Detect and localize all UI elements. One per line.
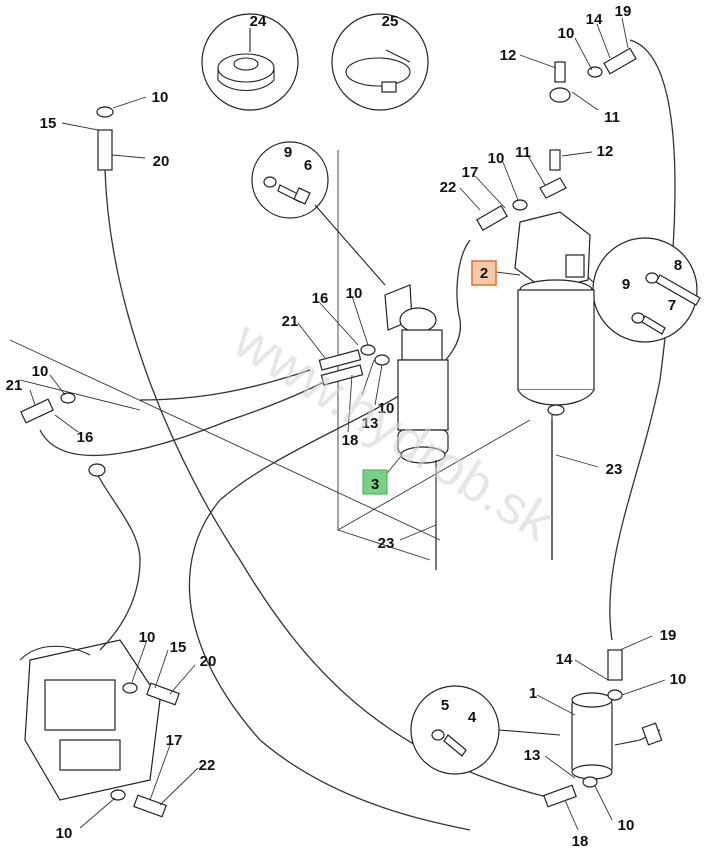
callout-19[interactable]: 19 bbox=[615, 3, 632, 20]
callout-12[interactable]: 12 bbox=[500, 47, 517, 64]
callout-20[interactable]: 20 bbox=[200, 653, 217, 670]
callout-7[interactable]: 7 bbox=[668, 297, 676, 314]
callout-13[interactable]: 13 bbox=[362, 415, 379, 432]
callout-18[interactable]: 18 bbox=[572, 833, 589, 850]
callout-17[interactable]: 17 bbox=[166, 732, 183, 749]
callout-6[interactable]: 6 bbox=[304, 157, 312, 174]
callout-10[interactable]: 10 bbox=[618, 817, 635, 834]
callout-11[interactable]: 11 bbox=[604, 109, 620, 126]
callout-1[interactable]: 1 bbox=[529, 685, 537, 702]
callout-10[interactable]: 10 bbox=[346, 285, 363, 302]
fuel-filter-3[interactable] bbox=[384, 284, 449, 520]
callout-14[interactable]: 14 bbox=[556, 651, 573, 668]
callout-22[interactable]: 22 bbox=[199, 757, 216, 774]
callout-15[interactable]: 15 bbox=[170, 639, 187, 656]
detail-circle-25[interactable] bbox=[331, 13, 429, 111]
callout-10[interactable]: 10 bbox=[378, 400, 395, 417]
frame-lines bbox=[9, 150, 531, 561]
callout-11[interactable]: 11 bbox=[515, 144, 531, 161]
callout-21[interactable]: 21 bbox=[6, 377, 23, 394]
detail-circle-bolt-4-5[interactable] bbox=[410, 685, 561, 775]
callout-10[interactable]: 10 bbox=[56, 825, 73, 842]
fuel-pump-1[interactable] bbox=[571, 692, 663, 780]
injection-pump-assembly[interactable] bbox=[19, 463, 161, 801]
callout-3[interactable]: 3 bbox=[371, 476, 379, 493]
callout-5[interactable]: 5 bbox=[441, 697, 449, 714]
detail-circle-24[interactable] bbox=[201, 13, 299, 111]
callout-9[interactable]: 9 bbox=[284, 144, 292, 161]
callout-12[interactable]: 12 bbox=[597, 143, 614, 160]
callout-15[interactable]: 15 bbox=[40, 115, 57, 132]
callout-labels: 24 25 12 10 14 19 11 10 15 20 9 6 22 17 … bbox=[6, 3, 687, 850]
callout-4[interactable]: 4 bbox=[468, 709, 477, 726]
callout-10[interactable]: 10 bbox=[558, 25, 575, 42]
hose-fittings bbox=[20, 47, 637, 818]
fuel-filter-2[interactable] bbox=[514, 211, 595, 560]
callout-16[interactable]: 16 bbox=[312, 290, 329, 307]
callout-10[interactable]: 10 bbox=[32, 363, 49, 380]
highlight-part-3[interactable] bbox=[362, 469, 388, 495]
callout-13[interactable]: 13 bbox=[524, 747, 541, 764]
callout-25[interactable]: 25 bbox=[382, 13, 399, 30]
callout-21[interactable]: 21 bbox=[282, 313, 299, 330]
detail-circle-bolt-7-8[interactable] bbox=[559, 237, 701, 343]
callout-10[interactable]: 10 bbox=[152, 89, 169, 106]
callout-23[interactable]: 23 bbox=[378, 535, 395, 552]
callout-10[interactable]: 10 bbox=[139, 629, 156, 646]
watermark-text: www.hydrob.sk bbox=[223, 309, 564, 553]
callout-22[interactable]: 22 bbox=[440, 179, 457, 196]
detail-circle-bolt-6[interactable] bbox=[251, 141, 386, 286]
callout-8[interactable]: 8 bbox=[674, 257, 682, 274]
callout-2[interactable]: 2 bbox=[480, 265, 488, 282]
callout-10[interactable]: 10 bbox=[488, 150, 505, 167]
callout-24[interactable]: 24 bbox=[250, 13, 267, 30]
highlight-part-2[interactable] bbox=[471, 260, 497, 286]
callout-20[interactable]: 20 bbox=[153, 153, 170, 170]
leader-lines bbox=[29, 17, 666, 831]
callout-23[interactable]: 23 bbox=[606, 461, 623, 478]
callout-14[interactable]: 14 bbox=[586, 11, 603, 28]
callout-19[interactable]: 19 bbox=[660, 627, 677, 644]
callout-9[interactable]: 9 bbox=[622, 276, 630, 293]
callout-18[interactable]: 18 bbox=[342, 432, 359, 449]
callout-16[interactable]: 16 bbox=[77, 429, 94, 446]
callout-17[interactable]: 17 bbox=[462, 164, 479, 181]
callout-10[interactable]: 10 bbox=[670, 671, 687, 688]
